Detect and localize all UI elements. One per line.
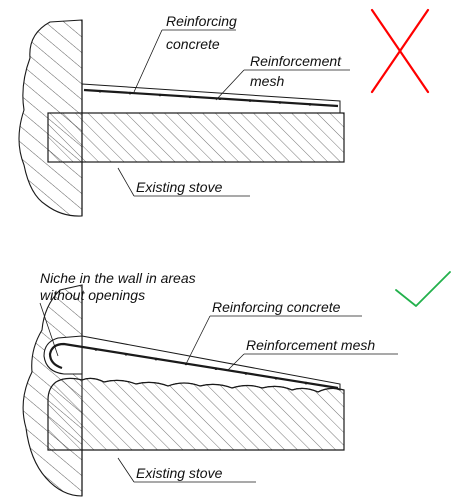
top-label-mesh-line2: mesh [250,73,284,89]
green-check-icon [395,271,451,307]
bottom-leaders [39,302,398,483]
top-label-reinforcing-line2: concrete [166,36,220,52]
bottom-label-reinforcement-mesh: Reinforcement mesh [246,337,375,353]
top-label-mesh-line1: Reinforcement [250,53,342,69]
bottom-label-niche-line2: without openings [40,287,145,303]
top-leaders [117,29,350,197]
bottom-label-reinforcing-concrete: Reinforcing concrete [212,299,341,315]
red-cross-icon [370,8,430,94]
top-existing-slab [47,112,345,163]
bottom-label-niche-line1: Niche in the wall in areas [40,270,196,286]
bottom-reinforcing-topping [81,335,341,393]
top-label-reinforcing-line1: Reinforcing [166,13,237,29]
bottom-label-existing-stove: Existing stove [136,465,223,481]
top-detail: Reinforcing concrete Reinforcement mesh … [18,8,430,217]
bottom-reinforcement-mesh [48,342,339,390]
top-mesh-dots [98,89,312,106]
top-reinforcing-topping [81,83,341,114]
top-reinforcement-mesh [83,88,339,108]
bottom-existing-slab [47,377,345,451]
top-label-existing-stove: Existing stove [136,179,223,195]
bottom-detail: Niche in the wall in areas without openi… [22,270,451,497]
